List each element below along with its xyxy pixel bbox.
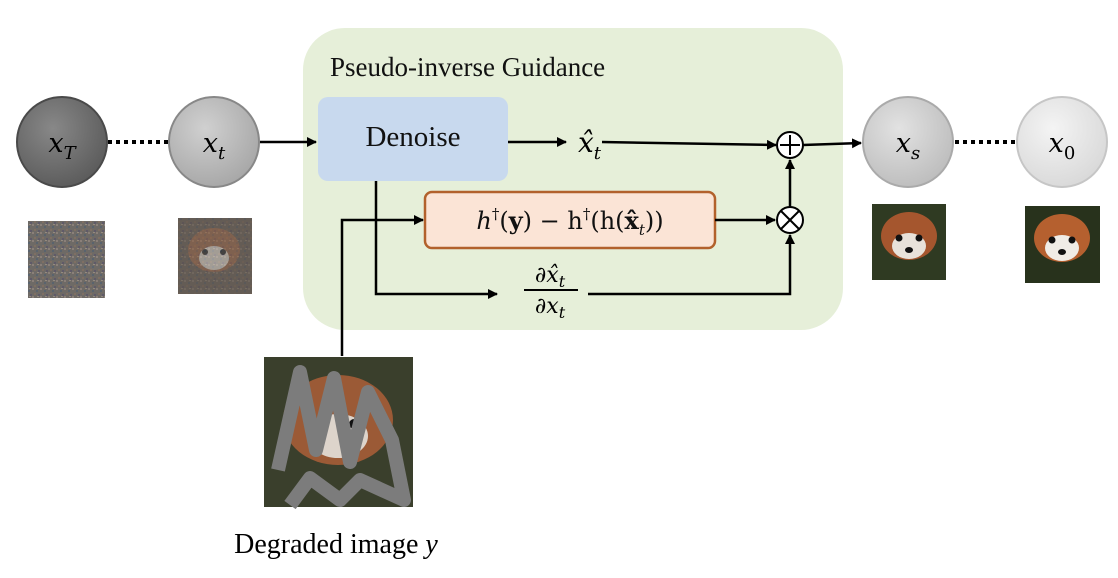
degraded-image-caption: Degraded image y: [234, 529, 438, 560]
node-x-t: [168, 96, 260, 188]
svg-text:∂x̂t: ∂x̂t: [535, 263, 566, 291]
node-x-t-label: xt: [203, 128, 226, 164]
times-operator-b: [780, 210, 800, 230]
node-x-s: [862, 96, 954, 188]
guidance-formula: h†(y) − h†(h(x̂t)): [476, 205, 663, 239]
node-x-T-label: xT: [48, 128, 77, 164]
jacobian-label: ∂x̂t ∂xt: [524, 263, 578, 322]
panda-thumbnail-x0: [1025, 206, 1100, 283]
arrow-degraded-to-guidance: [340, 215, 424, 356]
panel-title: Pseudo-inverse Guidance: [330, 52, 605, 82]
noisy-panda-thumbnail: [178, 218, 252, 294]
noise-image-thumbnail: [28, 221, 105, 298]
node-x-s-label: xs: [896, 128, 920, 164]
arrow-plus-to-xs: [802, 138, 862, 149]
denoise-box: [318, 97, 508, 181]
svg-text:∂xt: ∂xt: [535, 294, 566, 322]
xhat-t-label: x̂t: [578, 126, 602, 164]
arrow-xhat-to-plus: [601, 139, 777, 150]
denoise-label: Denoise: [365, 121, 460, 153]
node-x-0: [1016, 96, 1108, 188]
arrow-jacobian-to-times: [588, 234, 795, 296]
panda-thumbnail-xs: [872, 204, 946, 280]
node-x-T: [16, 96, 108, 188]
node-x-0-label: x0: [1049, 128, 1076, 164]
arrow-denoise-to-jacobian: [374, 181, 498, 299]
degraded-image-thumbnail: [264, 357, 413, 510]
